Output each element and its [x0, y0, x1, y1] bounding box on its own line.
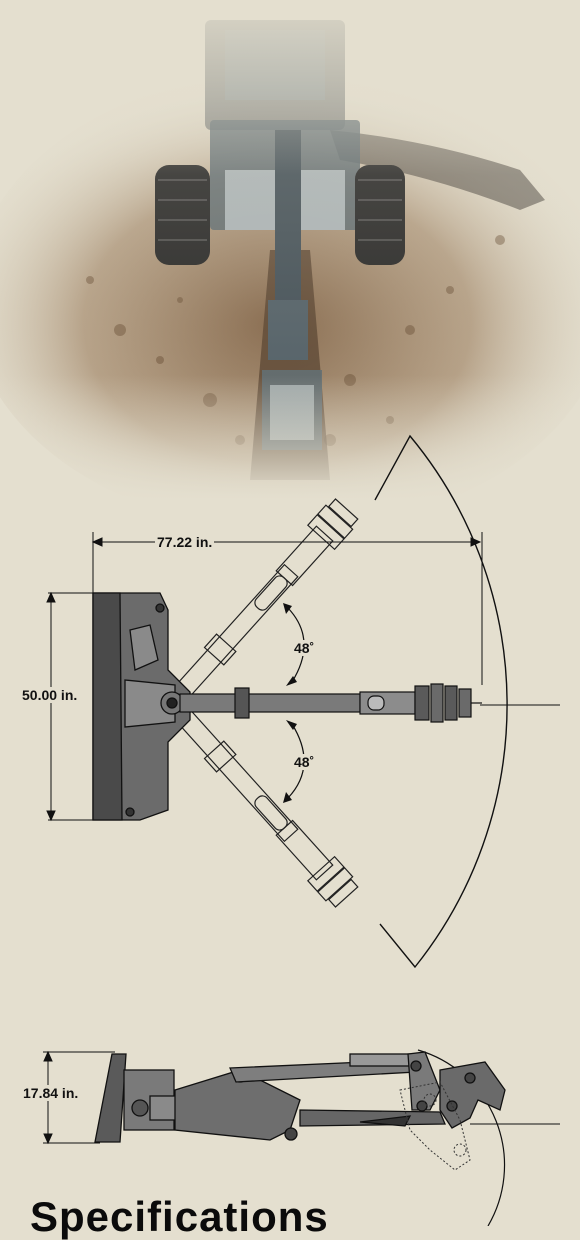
pivot [124, 679, 184, 728]
height-dimension [46, 591, 93, 822]
lower-swing-angle-label: 48˚ [292, 754, 317, 770]
height-dimension-label: 50.00 in. [20, 687, 80, 703]
side-boom [174, 1053, 446, 1141]
section-heading: Specifications [30, 1193, 329, 1240]
main-boom [179, 683, 482, 723]
width-dimension-label: 77.22 in. [155, 534, 215, 550]
side-mount [94, 1053, 181, 1143]
side-view-diagram [43, 1049, 560, 1226]
side-height-dimension-label: 17.84 in. [21, 1085, 81, 1101]
upper-swing-angle-label: 48˚ [292, 640, 317, 656]
swing-arc [374, 434, 508, 969]
side-bucket-ghost [399, 1081, 471, 1171]
side-height-dimension [43, 1050, 115, 1145]
top-view-swing-diagram [46, 434, 560, 969]
lower-boom-ghost [169, 702, 359, 908]
upper-boom-ghost [169, 498, 359, 704]
side-bucket [407, 1051, 506, 1129]
skid-steer-trencher-photo [0, 0, 580, 500]
side-swing-arc [417, 1049, 506, 1226]
